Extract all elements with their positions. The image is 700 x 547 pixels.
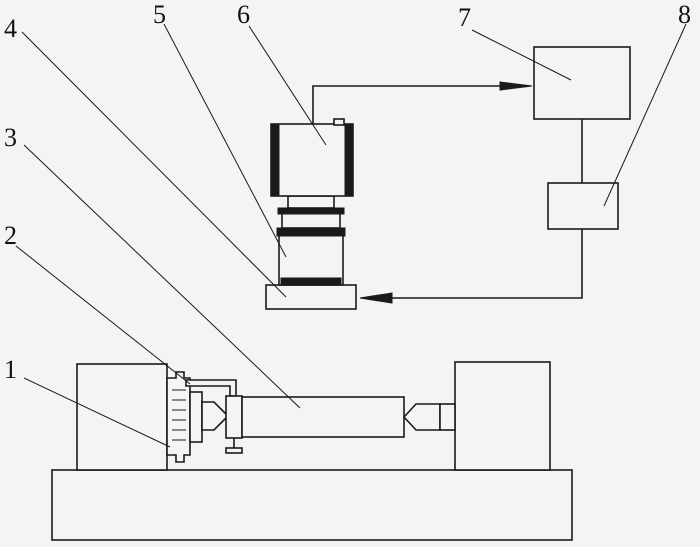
tailstock-center xyxy=(402,403,456,431)
lathe-bed xyxy=(51,469,573,541)
workpiece-shaft xyxy=(241,396,405,438)
label-4: 4 xyxy=(4,14,17,43)
tailstock xyxy=(454,361,551,471)
controller-box xyxy=(547,182,619,230)
label-1: 1 xyxy=(4,355,17,384)
lathe-dog xyxy=(185,379,243,454)
headstock-center xyxy=(201,401,230,431)
label-8: 8 xyxy=(678,0,691,29)
label-2: 2 xyxy=(4,221,17,250)
lens xyxy=(276,195,346,286)
headstock xyxy=(76,363,168,471)
computer-box xyxy=(533,46,631,120)
chuck xyxy=(166,371,203,463)
label-6: 6 xyxy=(237,0,250,29)
camera xyxy=(270,118,354,197)
stage-platform xyxy=(265,284,357,310)
leader-lines xyxy=(15,23,687,448)
label-7: 7 xyxy=(458,3,471,32)
signal-lines xyxy=(312,81,583,304)
label-3: 3 xyxy=(4,123,17,152)
label-5: 5 xyxy=(153,0,166,29)
